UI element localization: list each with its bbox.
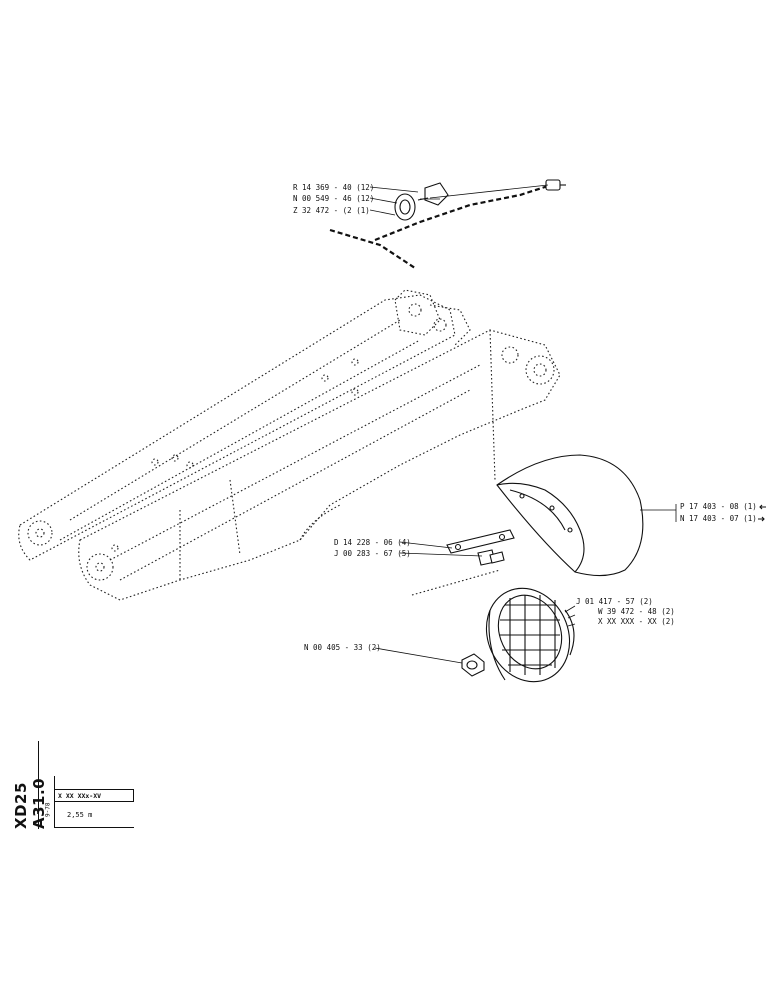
callout-nut: N 00 405 - 33 (2)	[304, 643, 381, 652]
callout-cable-clip: R 14 369 - 40 (12)	[293, 183, 374, 192]
mounting-plate	[446, 529, 515, 554]
nut-part	[461, 653, 485, 677]
bolt-part	[477, 549, 505, 566]
variant-code: X XX XXx-XV	[54, 789, 134, 802]
title-block-border	[38, 741, 41, 829]
callout-guard-left: N 17 403 - 07 (1)	[680, 514, 757, 523]
callout-lamp-unit: X XX XXX - XX (2)	[598, 617, 675, 626]
boom-arm	[18, 289, 561, 601]
callout-bolt: J 00 283 - 67 (5)	[334, 549, 411, 558]
callout-mounting-plate: D 14 228 - 06 (4)	[334, 538, 411, 547]
boom-length: 2,55 m	[54, 802, 134, 828]
cable-harness	[329, 179, 566, 481]
working-lamp	[411, 569, 575, 683]
callout-lamp-washer: W 39 472 - 48 (2)	[598, 607, 675, 616]
callout-lamp-screw: J 01 417 - 57 (2)	[576, 597, 653, 606]
arrow-icons	[758, 504, 766, 522]
document-code: XD25 A31.0	[12, 777, 48, 829]
callout-cable-harness: Z 32 472 - (2 (1)	[293, 206, 370, 215]
document-date: 9-78	[44, 802, 52, 818]
leader-lines	[369, 184, 677, 664]
callout-labels: R 14 369 - 40 (12) N 00 549 - 46 (12) Z …	[293, 183, 757, 652]
callout-guard-right: P 17 403 - 08 (1)	[680, 502, 757, 511]
lamp-guard	[496, 454, 644, 577]
callout-grommet: N 00 549 - 46 (12)	[293, 194, 374, 203]
